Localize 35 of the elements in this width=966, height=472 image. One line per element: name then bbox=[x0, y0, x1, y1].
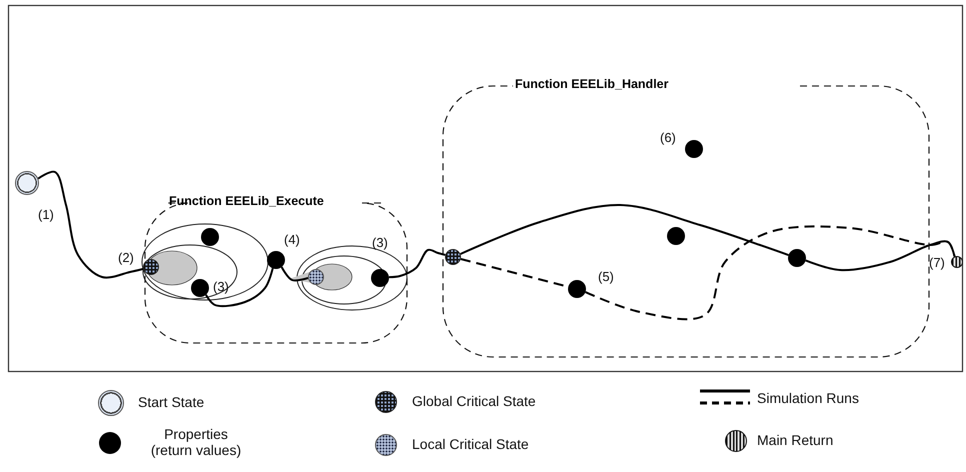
main-return-circle bbox=[951, 256, 963, 268]
region-title: Function EEELib_Execute bbox=[169, 194, 324, 209]
property-dot bbox=[568, 280, 586, 298]
simulation-run-line bbox=[388, 248, 446, 278]
state-number-label: (3) bbox=[213, 279, 229, 294]
legend-label: Start State bbox=[138, 394, 204, 410]
simulation-run-line bbox=[280, 266, 308, 282]
state-number-label: (2) bbox=[118, 250, 134, 265]
local-critical-state-circle bbox=[308, 269, 324, 285]
simulation-run-line bbox=[38, 170, 144, 279]
property-dot bbox=[191, 279, 209, 297]
property-dot bbox=[667, 227, 685, 245]
state-number-label: (6) bbox=[660, 130, 676, 145]
start-state-circle bbox=[15, 171, 39, 195]
state-number-label: (3) bbox=[372, 235, 388, 250]
legend-label: Main Return bbox=[757, 432, 834, 448]
region-title: Function EEELib_Handler bbox=[515, 77, 668, 92]
legend-label: Simulation Runs bbox=[757, 390, 859, 406]
property-dot bbox=[685, 140, 703, 158]
state-number-label: (7) bbox=[929, 255, 945, 270]
property-dot bbox=[788, 249, 806, 267]
state-number-label: (5) bbox=[598, 269, 614, 284]
state-number-label: (4) bbox=[284, 232, 300, 247]
simulation-run-line bbox=[460, 204, 789, 256]
legend-label: Global Critical State bbox=[412, 393, 536, 409]
property-dot bbox=[267, 251, 285, 269]
state-number-label: (1) bbox=[38, 207, 54, 222]
legend-label: Local Critical State bbox=[412, 436, 529, 452]
property-dot bbox=[201, 228, 219, 246]
property-dot bbox=[371, 269, 389, 287]
dashed-run-line bbox=[585, 225, 956, 320]
legend-label: Properties (return values) bbox=[150, 426, 242, 458]
global-critical-state-circle bbox=[445, 249, 461, 265]
simulation-run-line bbox=[205, 268, 274, 308]
simulation-run-line bbox=[805, 240, 956, 272]
